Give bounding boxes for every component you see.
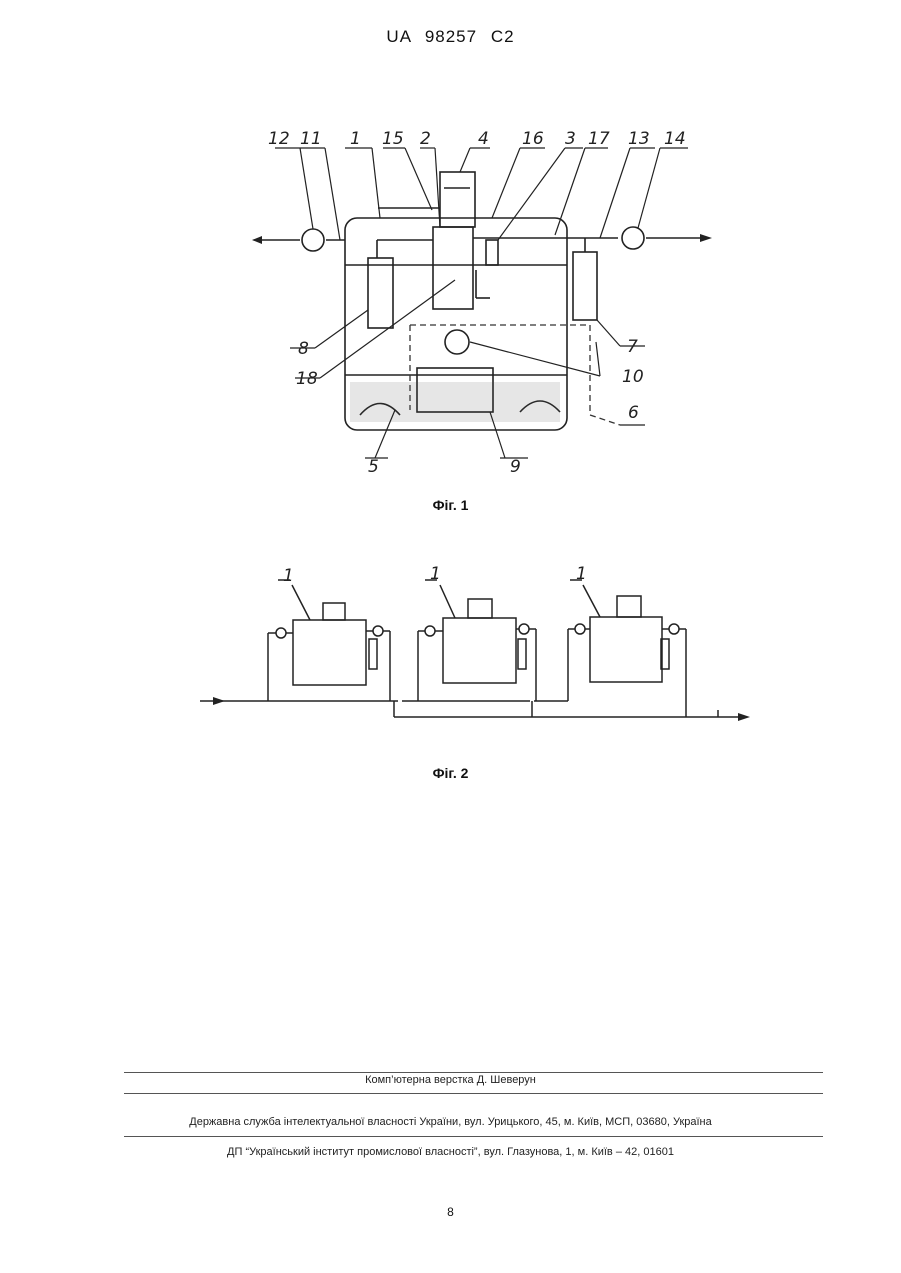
fig2-label-1a: 1 [283,566,294,586]
fig1-label-14: 14 [664,129,686,149]
figure-2-caption: Фіг. 2 [0,765,901,781]
fig1-label-5: 5 [368,457,379,477]
fig1-label-13: 13 [628,129,650,149]
fig1-label-6: 6 [628,403,639,423]
footer-rule-1 [124,1072,823,1073]
figure-1: 12 11 1 15 2 4 16 3 17 13 14 8 18 7 10 6… [0,120,901,490]
unit-b-body [443,618,516,683]
pump-12-icon [302,229,324,251]
fig1-label-18: 18 [296,369,318,389]
pump-14-icon [622,227,644,249]
fig1-label-17: 17 [588,129,610,149]
footer-rule-3 [124,1136,823,1137]
layout-credit: Комп’ютерна верстка Д. Шеверун [0,1074,901,1086]
fig2-label-1b: 1 [430,564,441,584]
institute-address: ДП “Український інститут промислової вла… [0,1146,901,1158]
fig1-label-12: 12 [268,129,290,149]
figure-1-caption: Фіг. 1 [0,497,901,513]
footer-rule-2 [124,1093,823,1094]
figure-1-drawing: 12 11 1 15 2 4 16 3 17 13 14 8 18 7 10 6… [0,120,901,490]
unit-a-body [293,620,366,685]
fig1-label-10: 10 [622,367,644,387]
unit-c-body [590,617,662,682]
figure-2-drawing: 1 1 1 [0,555,901,745]
agency-address: Державна служба інтелектуальної власност… [0,1116,901,1128]
patent-header: UA 98257 C2 [0,27,901,47]
page-number: 8 [0,1205,901,1219]
fig1-label-9: 9 [510,457,521,477]
fig1-label-1: 1 [350,129,361,149]
fig1-label-2: 2 [420,129,431,149]
fig2-label-1c: 1 [576,564,587,584]
fig1-label-4: 4 [478,129,489,149]
figure-2: 1 1 1 [0,555,901,745]
fig1-label-3: 3 [565,129,576,149]
fig1-label-8: 8 [298,339,309,359]
fig1-label-7: 7 [627,337,638,357]
fig1-label-16: 16 [522,129,544,149]
pump-10-icon [445,330,469,354]
fig1-label-15: 15 [382,129,404,149]
fig1-label-11: 11 [300,129,322,149]
